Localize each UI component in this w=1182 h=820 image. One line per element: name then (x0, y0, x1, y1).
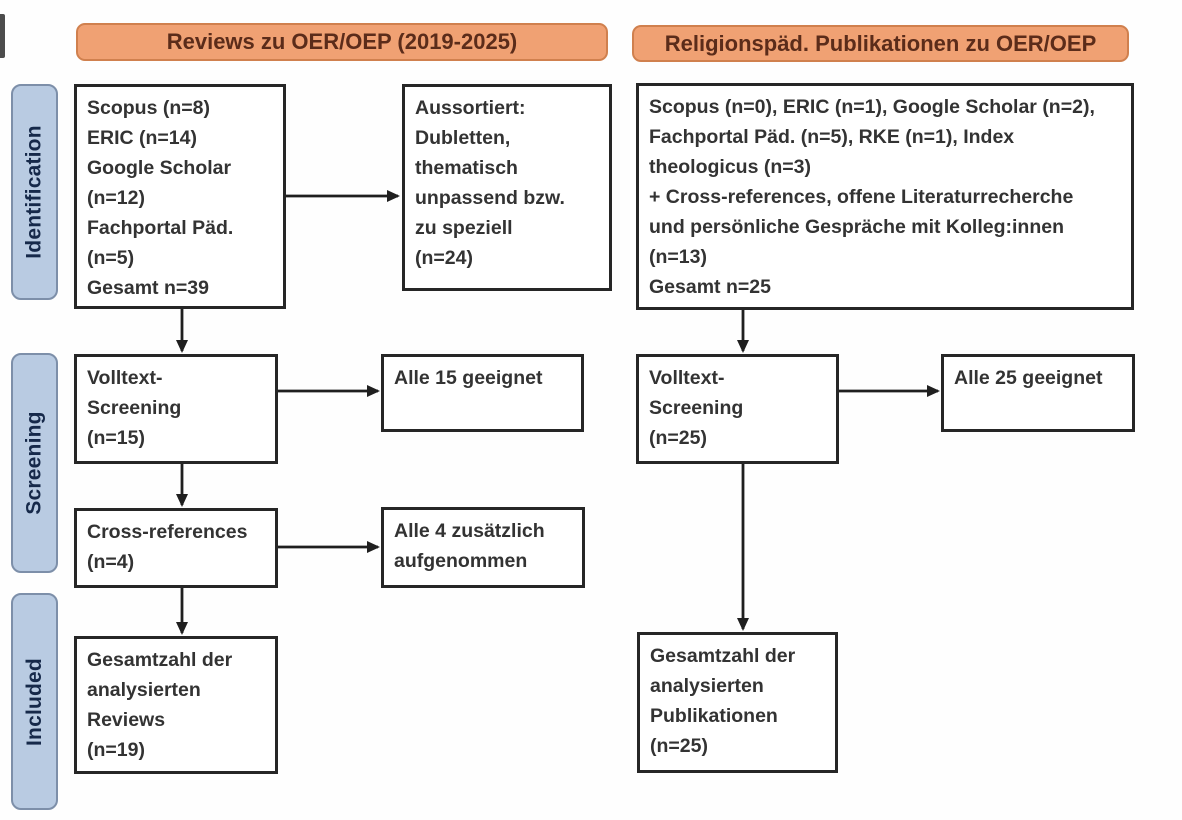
stage-included-label: Included (22, 657, 46, 746)
column-header-reviews: Reviews zu OER/OEP (2019-2025) (76, 23, 608, 61)
box-excluded-duplicates: Aussortiert: Dubletten, thematisch unpas… (402, 84, 612, 291)
stage-screening: Screening (11, 353, 58, 573)
box-total-reviews: Gesamtzahl der analysierten Reviews (n=1… (74, 636, 278, 774)
scan-artifact (0, 14, 5, 58)
box-total-relpaed: Gesamtzahl der analysierten Publikatione… (637, 632, 838, 773)
box-fulltext-screening-relpaed: Volltext- Screening (n=25) (636, 354, 839, 464)
stage-screening-label: Screening (22, 411, 46, 515)
column-header-relpaed: Religionspäd. Publikationen zu OER/OEP (632, 25, 1129, 62)
box-sources-relpaed: Scopus (n=0), ERIC (n=1), Google Scholar… (636, 83, 1134, 310)
box-crossref-result: Alle 4 zusätzlich aufgenommen (381, 507, 585, 588)
stage-included: Included (11, 593, 58, 810)
stage-identification: Identification (11, 84, 58, 300)
box-fulltext-result-reviews: Alle 15 geeignet (381, 354, 584, 432)
box-fulltext-screening-reviews: Volltext- Screening (n=15) (74, 354, 278, 464)
stage-identification-label: Identification (22, 125, 46, 259)
box-fulltext-result-relpaed: Alle 25 geeignet (941, 354, 1135, 432)
box-crossref: Cross-references (n=4) (74, 508, 278, 588)
box-sources-reviews: Scopus (n=8) ERIC (n=14) Google Scholar … (74, 84, 286, 309)
